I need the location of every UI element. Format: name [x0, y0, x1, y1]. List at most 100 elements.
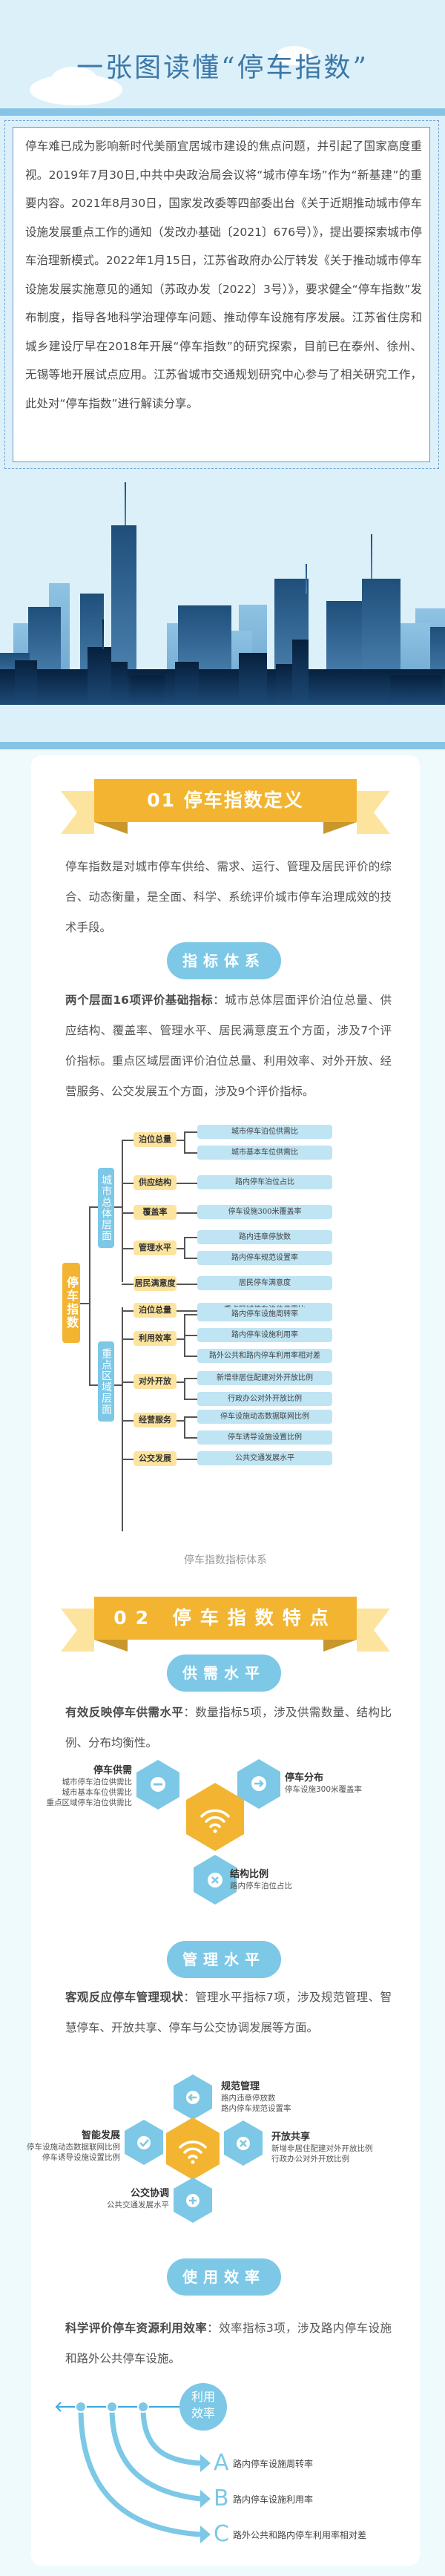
tree-connector: [122, 1284, 134, 1285]
tree-indicator-node: 路内违章停放数: [197, 1230, 332, 1244]
ribbon-shape: [61, 1597, 390, 1652]
efficiency-bold: 科学评价停车资源利用效率: [65, 2322, 208, 2335]
tree-connector: [122, 1310, 134, 1312]
tree-indicator-node: 公共交通发展水平: [197, 1451, 332, 1465]
tree-indicator-node: 新增非居住配建对外开放比例: [197, 1371, 332, 1385]
tree-indicator-node: 城市基本车位供需比: [197, 1146, 332, 1160]
cloud-decoration: [52, 67, 96, 89]
tree-connector: [177, 1212, 197, 1214]
supply-hex-diagram: 停车供需 城市停车泊位供需比 城市基本车位供需比 重点区域停车泊位供需比 停车分…: [31, 1758, 420, 1907]
system-text: 两个层面16项评价基础指标：城市总体层面评价泊位总量、供应结构、覆盖率、管理水平…: [65, 985, 392, 1107]
arrow-a: [140, 2408, 201, 2466]
management-hex-diagram: 规范管理 路内违章停放数 路内停车规范设置率 智能发展 停车设施动态数据联网比例…: [27, 2073, 420, 2226]
efficiency-item-b: 路内停车设施利用率: [233, 2494, 314, 2505]
intro-frame: 停车难已成为影响新时代美丽宜居城市建设的焦点问题，并引起了国家高度重视。2019…: [4, 120, 439, 469]
tree-root-node: 停车指数: [62, 1263, 80, 1343]
hero-section: 一张图读懂“停车指数” 停车难已成为影响新时代美丽宜居城市建设的焦点问题，并引起…: [0, 0, 445, 749]
section-ribbon: 01 停车指数定义: [61, 776, 390, 835]
definition-text: 停车指数是对城市停车供给、需求、运行、管理及居民评价的综合、动态衡量，是全面、科…: [65, 860, 392, 934]
efficiency-item-c: 路外公共和路内停车利用率相对差: [233, 2530, 367, 2540]
tree-level-city: 城市总体层面: [98, 1168, 114, 1248]
tree-connector: [184, 1399, 197, 1400]
tree-level-key-area: 重点区域层面: [98, 1341, 114, 1422]
wifi-icon: [200, 1809, 230, 1828]
tree-connector: [184, 1378, 197, 1379]
tree-connector: [89, 1206, 90, 1384]
tree-connector: [177, 1248, 184, 1249]
tree-connector: [184, 1237, 185, 1258]
tree-connector: [184, 1152, 197, 1154]
efficiency-pill: 使用效率: [167, 2258, 281, 2296]
tree-connector: [122, 1381, 134, 1383]
tree-connector: [177, 1420, 184, 1422]
efficiency-diagram: 利用效率 A 路内停车设施周转率 B 路内停车设施利用率 C 路外公共和路内停车…: [31, 2374, 420, 2547]
divider-stripe: [0, 108, 445, 116]
tree-indicator-node: 居民停车满意度: [197, 1276, 332, 1290]
letter-c: C: [214, 2521, 229, 2547]
tree-connector: [184, 1237, 197, 1238]
supply-text: 有效反映停车供需水平：数量指标5项，涉及供需数量、结构比例、分布均衡性。: [65, 1698, 392, 1758]
system-body: ：城市总体层面评价泊位总量、供应结构、覆盖率、管理水平、居民满意度五个方面，涉及…: [65, 993, 392, 1098]
efficiency-text: 科学评价停车资源利用效率：效率指标3项，涉及路内停车设施和路外公共停车设施。: [65, 2313, 392, 2374]
supply-label: 停车供需 城市停车泊位供需比 城市基本车位供需比 重点区域停车泊位供需比: [46, 1765, 133, 1807]
tree-connector: [122, 1248, 134, 1249]
content-card: 01 停车指数定义 停车指数是对城市停车供给、需求、运行、管理及居民评价的综合、…: [27, 755, 420, 2566]
tree-aspect-node: 利用效率: [134, 1331, 177, 1346]
arrow-left-icon: [188, 2094, 197, 2101]
tree-connector: [184, 1437, 197, 1439]
indicator-tree: 停车指数 城市总体层面 重点区域层面 泊位总量 城市停车泊位供需比城市基本车位供需…: [44, 1113, 356, 1588]
tree-connector: [184, 1335, 197, 1336]
distribution-label: 停车分布 停车设施300米覆盖率: [285, 1772, 363, 1794]
tree-connector: [80, 1303, 89, 1304]
tree-connector: [177, 1381, 184, 1383]
tree-connector: [177, 1284, 197, 1285]
wifi-icon: [179, 2140, 207, 2159]
letter-b: B: [214, 2485, 229, 2511]
supply-bold: 有效反映停车供需水平: [65, 1706, 184, 1719]
transit-label: 公交协调 公共交通发展水平: [107, 2188, 169, 2209]
page-title: 一张图读懂“停车指数”: [76, 53, 369, 83]
check-icon: [139, 2139, 149, 2147]
tree-connector: [122, 1212, 134, 1214]
section-ribbon: 02 停车指数特点: [61, 1594, 390, 1653]
tree-connector: [184, 1314, 197, 1315]
tree-aspect-node: 泊位总量: [134, 1132, 177, 1147]
management-bold: 客观反应停车管理现状: [65, 1991, 184, 2004]
close-icon: [240, 2140, 247, 2147]
arrow-c: [78, 2408, 201, 2537]
tree-indicator-node: 停车设施动态数据联网比例: [197, 1410, 332, 1424]
tree-aspect-node: 对外开放: [134, 1374, 177, 1389]
tree-aspect-node: 经营服务: [134, 1413, 177, 1427]
tree-connector: [177, 1183, 197, 1184]
tree-connector: [122, 1338, 134, 1340]
tree-connector: [122, 1140, 134, 1141]
tree-indicator-node: 停车诱导设施设置比例: [197, 1430, 332, 1445]
structure-label: 结构比例 路内停车泊位占比: [230, 1869, 292, 1890]
tree-indicator-node: 城市停车泊位供需比: [197, 1125, 332, 1139]
tree-indicator-node: 路外公共和路内停车利用率相对差: [197, 1349, 332, 1363]
tree-indicator-node: 停车设施300米覆盖率: [197, 1205, 332, 1219]
tree-connector: [184, 1378, 185, 1399]
efficiency-hub-label: 利用效率: [191, 2390, 215, 2420]
tree-caption: 停车指数指标体系: [184, 1554, 267, 1566]
tree-aspect-node: 覆盖率: [134, 1205, 177, 1220]
management-text: 客观反应停车管理现状：管理水平指标7项，涉及规范管理、智慧停车、开放共享、停车与…: [65, 1982, 392, 2043]
tree-connector: [184, 1416, 185, 1437]
management-body: ：管理水平指标7项，涉及规范管理、智慧停车、开放共享、停车与公交协调发展等方面。: [65, 1991, 392, 2034]
tree-aspect-node: 泊位总量: [134, 1303, 177, 1318]
hex-shapes: [136, 1759, 280, 1905]
arrow-right-icon: [254, 1780, 264, 1787]
tree-connector: [177, 1338, 184, 1340]
ribbon-shape: [61, 779, 390, 834]
hex-shapes: [125, 2074, 263, 2223]
tree-connector: [89, 1206, 98, 1208]
tree-connector: [184, 1356, 197, 1357]
tree-connector: [122, 1420, 134, 1422]
tree-connector: [114, 1206, 122, 1208]
smart-label: 智能发展 停车设施动态数据联网比例 停车诱导设施设置比例: [27, 2130, 120, 2162]
system-bold: 两个层面16项评价基础指标: [65, 993, 214, 1007]
open-label: 开放共享 新增非居住配建对外开放比例 行政办公对外开放比例: [271, 2132, 373, 2163]
management-pill: 管理水平: [167, 1941, 281, 1978]
intro-box: 停车难已成为影响新时代美丽宜居城市建设的焦点问题，并引起了国家高度重视。2019…: [13, 127, 430, 462]
